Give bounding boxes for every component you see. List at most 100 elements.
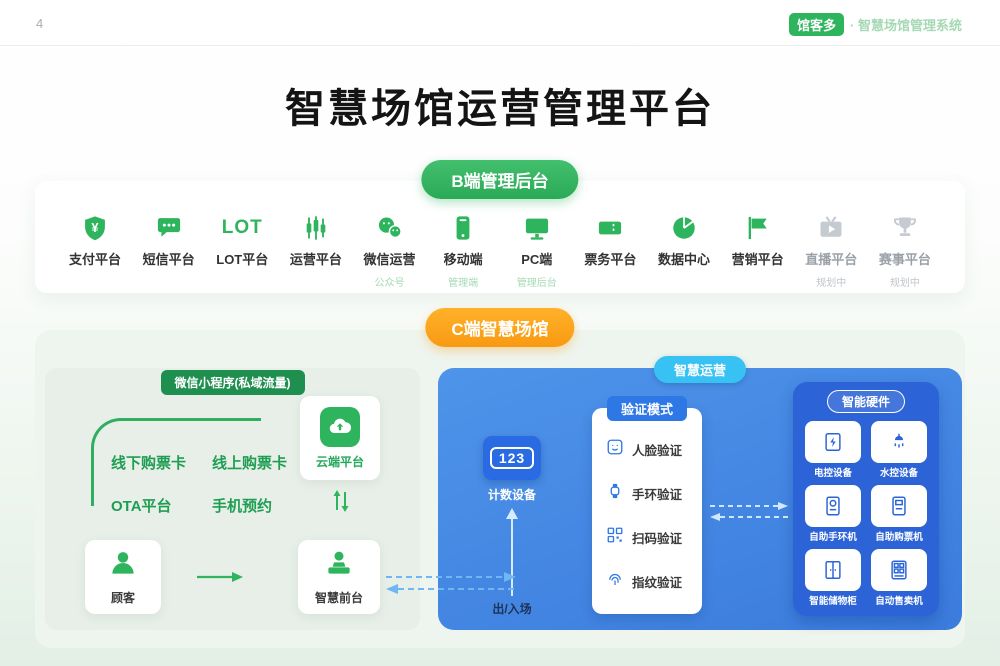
counter-device-label: 计数设备 — [487, 488, 536, 502]
gate-label: 出/入场 — [492, 602, 532, 616]
b-item-sms: 短信平台 — [133, 213, 205, 293]
b-item-label: LOT平台 — [216, 252, 269, 267]
b-item-label: 数据中心 — [657, 252, 710, 267]
pie-chart-icon — [670, 213, 698, 243]
vending-machine-icon — [871, 549, 927, 591]
wristband-kiosk-icon — [805, 485, 861, 527]
verify-mode-list: 人脸验证 手环验证 扫码验证 — [592, 408, 702, 593]
smart-operation-badge: 智慧运营 — [653, 356, 747, 383]
hw-item-locker: 智能储物柜 — [805, 549, 861, 607]
sms-bubble-icon — [155, 213, 183, 243]
frontdesk-label: 智慧前台 — [314, 591, 363, 605]
cloud-platform-label: 云端平台 — [315, 454, 364, 469]
verify-mode-title: 验证模式 — [606, 396, 688, 421]
b-item-lot: LOT LOT平台 — [206, 213, 278, 293]
b-item-payment: ¥ 支付平台 — [59, 213, 131, 293]
hw-item-label: 智能储物柜 — [809, 596, 857, 607]
hw-item-label: 自动售卖机 — [875, 596, 923, 607]
ticket-kiosk-icon — [871, 485, 927, 527]
verify-item-fingerprint: 指纹验证 — [606, 570, 702, 593]
verify-item-label: 扫码验证 — [632, 532, 683, 546]
b-item-sub: 管理后台 — [516, 278, 557, 289]
b-item-operation: 运营平台 — [280, 213, 352, 293]
hw-item-label: 水控设备 — [879, 468, 918, 479]
water-control-icon — [871, 421, 927, 463]
b-side-badge: B端管理后台 — [421, 160, 579, 199]
b-item-label: 短信平台 — [142, 252, 195, 267]
b-item-marketing: 营销平台 — [722, 213, 794, 293]
frontdesk-card: 智慧前台 — [298, 540, 380, 614]
frontdesk-to-gate-dashed-arrow — [386, 570, 516, 601]
verify-item-label: 手环验证 — [632, 488, 683, 502]
channel-bracket-line — [91, 418, 261, 506]
fingerprint-icon — [606, 570, 624, 593]
b-item-label: 运营平台 — [289, 252, 342, 267]
b-item-data-center: 数据中心 — [648, 213, 720, 293]
frontdesk-icon — [324, 548, 354, 583]
b-item-sub: 规划中 — [816, 278, 847, 289]
smart-operation-panel: 智慧运营 123 计数设备 出/入场 验证模式 人脸验证 — [438, 356, 962, 630]
hw-item-label: 自助购票机 — [875, 532, 923, 543]
brand-header: 馆客多 · 智慧场馆管理系统 — [789, 13, 962, 36]
b-item-pc: PC端 管理后台 — [501, 213, 573, 293]
b-item-label: 票务平台 — [584, 252, 637, 267]
trophy-icon — [891, 213, 919, 243]
b-item-label: 营销平台 — [731, 252, 784, 267]
customer-label: 顾客 — [110, 591, 135, 605]
brand-subtitle: · 智慧场馆管理系统 — [850, 18, 962, 33]
c-section-container: 微信小程序(私域流量) 线下购票卡 线上购票卡 OTA平台 手机预约 云端平台 — [35, 330, 965, 648]
hw-item-label: 自助手环机 — [809, 532, 857, 543]
b-item-sub: 规划中 — [889, 278, 920, 289]
qr-code-icon — [606, 526, 624, 549]
b-item-label: 赛事平台 — [878, 252, 931, 267]
page-number: 4 — [36, 16, 44, 31]
mobile-phone-icon — [449, 213, 477, 243]
candlestick-chart-icon — [302, 213, 330, 243]
hw-item-wristband-kiosk: 自助手环机 — [805, 485, 861, 543]
channel-online-card: 线上购票卡 — [212, 455, 288, 472]
counter-digits: 123 — [489, 447, 535, 469]
lot-text-icon: LOT — [221, 217, 263, 238]
b-item-label: 直播平台 — [805, 252, 858, 267]
counter-123-icon: 123 — [483, 436, 541, 480]
b-item-label: 微信运营 — [363, 252, 416, 267]
b-item-mobile: 移动端 管理端 — [427, 213, 499, 293]
b-platform-card: ¥ 支付平台 短信平台 LOT LOT平台 运营平台 — [35, 181, 965, 293]
channel-offline-card: 线下购票卡 — [111, 455, 187, 472]
payment-shield-icon: ¥ — [81, 213, 109, 243]
face-icon — [606, 438, 624, 461]
hw-item-power: 电控设备 — [805, 421, 861, 479]
hw-item-ticket-kiosk: 自助购票机 — [871, 485, 927, 543]
customer-card: 顾客 — [85, 540, 161, 614]
hw-item-water: 水控设备 — [871, 421, 927, 479]
wristband-icon — [606, 482, 624, 505]
header-divider — [0, 45, 1000, 46]
b-item-sub: 公众号 — [374, 278, 405, 289]
desktop-monitor-icon — [523, 213, 551, 243]
sync-up-down-icon — [331, 488, 351, 519]
b-item-label: PC端 — [521, 252, 553, 267]
verify-item-wristband: 手环验证 — [606, 482, 702, 505]
channel-ota: OTA平台 — [111, 498, 172, 515]
customer-to-frontdesk-arrow — [195, 570, 243, 589]
b-item-ticketing: 票务平台 — [574, 213, 646, 293]
live-tv-icon — [817, 213, 845, 243]
b-item-label: 支付平台 — [68, 252, 121, 267]
verify-to-hardware-dashed-arrow — [710, 500, 788, 529]
smart-hardware-grid: 电控设备 水控设备 自助手环机 — [793, 413, 939, 617]
wechat-icon — [376, 213, 404, 243]
channel-phone-booking: 手机预约 — [212, 498, 273, 515]
smart-hardware-card: 智能硬件 电控设备 水控设备 — [793, 382, 939, 616]
page-title: 智慧场馆运营管理平台 — [285, 87, 715, 131]
b-item-label: 移动端 — [443, 252, 483, 267]
b-item-wechat-ops: 微信运营 公众号 — [354, 213, 426, 293]
c-side-badge: C端智慧场馆 — [425, 308, 575, 347]
channel-list: 线下购票卡 线上购票卡 OTA平台 手机预约 — [111, 452, 287, 516]
verify-mode-card: 验证模式 人脸验证 手环验证 — [592, 396, 702, 614]
customer-icon — [108, 548, 138, 583]
b-item-live: 直播平台 规划中 — [795, 213, 867, 293]
wechat-mini-program-panel: 微信小程序(私域流量) 线下购票卡 线上购票卡 OTA平台 手机预约 云端平台 — [45, 368, 420, 630]
ticket-icon — [596, 213, 624, 243]
counter-device: 123 计数设备 — [483, 436, 541, 503]
verify-item-label: 人脸验证 — [632, 444, 683, 458]
